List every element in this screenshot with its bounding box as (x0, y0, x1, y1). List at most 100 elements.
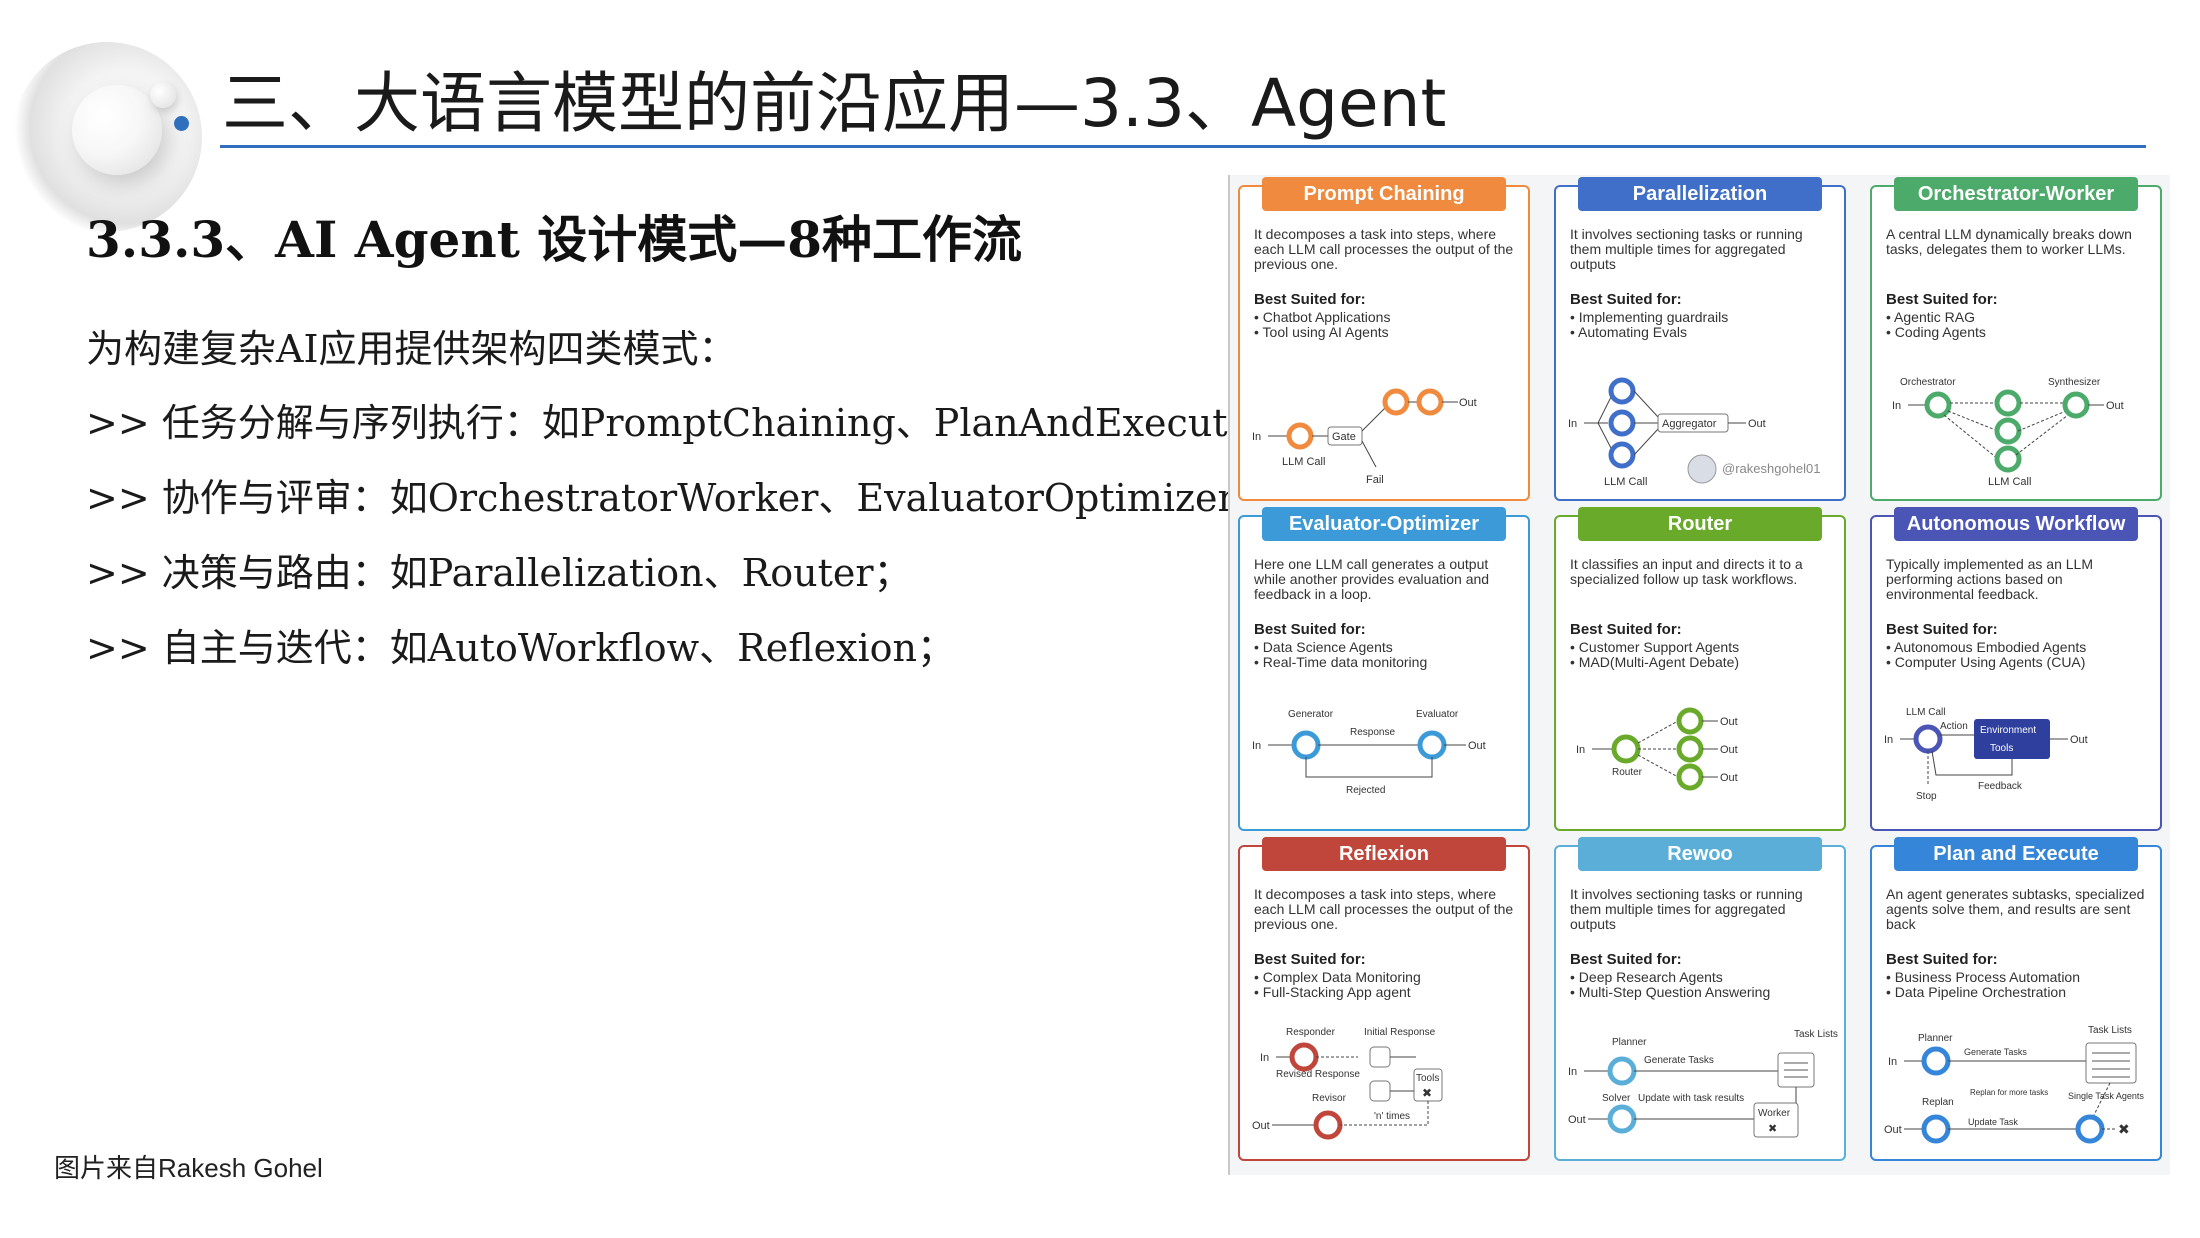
use-case-item: Data Science Agents (1254, 640, 1524, 655)
llm-call-node (1679, 738, 1701, 760)
use-case-item: Real-Time data monitoring (1254, 655, 1524, 670)
diagram-in-label: In (1568, 1066, 1577, 1078)
panel-title: Router (1578, 507, 1822, 541)
llm-call-node (1385, 391, 1407, 413)
section-heading: 3.3.3、AI Agent 设计模式—8种工作流 (86, 200, 1022, 272)
task-lists-label: Task Lists (2088, 1025, 2132, 1036)
panel-router: Router It classifies an input and direct… (1554, 515, 1846, 831)
use-case-list: Autonomous Embodied Agents Computer Usin… (1886, 640, 2156, 670)
decorative-small-sphere (150, 82, 176, 108)
llm-call-node (1611, 380, 1633, 402)
autonomous-workflow-diagram: LLM Call In Action Environment Tools Out… (1878, 685, 2156, 825)
replan-label: Replan (1922, 1097, 1954, 1108)
author-avatar (1688, 455, 1716, 483)
update-label: Update with task results (1638, 1093, 1744, 1104)
replan-node (1924, 1117, 1948, 1141)
action-label: Action (1940, 721, 1968, 732)
solver-label: Solver (1602, 1093, 1631, 1104)
task-lists-label: Task Lists (1794, 1029, 1838, 1040)
orchestrator-worker-diagram: Orchestrator Synthesizer In Out LLM Call (1878, 355, 2156, 495)
panel-description: It decomposes a task into steps, where e… (1254, 887, 1518, 932)
diagram-out-label: Out (1568, 1114, 1586, 1126)
panel-title: Evaluator-Optimizer (1262, 507, 1506, 541)
use-case-item: Data Pipeline Orchestration (1886, 985, 2156, 1000)
rewoo-diagram: Planner Task Lists In Generate Tasks Sol… (1562, 1015, 1840, 1155)
llm-call-node (1611, 444, 1633, 466)
panel-evaluator-optimizer: Evaluator-Optimizer Here one LLM call ge… (1238, 515, 1530, 831)
reflexion-diagram: Responder Initial Response In Tools ✖ Re… (1246, 1015, 1524, 1155)
best-suited-label: Best Suited for: (1886, 291, 1998, 308)
slide-title: 三、大语言模型的前沿应用—3.3、Agent (222, 62, 1446, 146)
bullet-collaboration-review: >> 协作与评审：如OrchestratorWorker、EvaluatorOp… (86, 467, 1274, 522)
panel-title: Rewoo (1578, 837, 1822, 871)
diagram-in-label: In (1576, 744, 1585, 756)
plan-and-execute-diagram: Planner Task Lists In Generate Tasks Rep… (1878, 1015, 2156, 1155)
diagram-out-label: Out (2070, 734, 2088, 746)
generate-tasks-label: Generate Tasks (1644, 1055, 1714, 1066)
best-suited-label: Best Suited for: (1570, 621, 1682, 638)
watermark-text: @rakeshgohel01 (1722, 461, 1820, 476)
evaluator-node (1420, 733, 1444, 757)
diagram-out-label: Out (1748, 418, 1766, 430)
stop-label: Stop (1916, 791, 1937, 802)
tools-icon: ✖ (1422, 1086, 1432, 1100)
use-case-item: Tool using AI Agents (1254, 325, 1524, 340)
tools-label: Tools (1990, 743, 2013, 754)
use-case-item: Autonomous Embodied Agents (1886, 640, 2156, 655)
panel-rewoo: Rewoo It involves sectioning tasks or ru… (1554, 845, 1846, 1161)
llm-call-node (1679, 766, 1701, 788)
bullet-task-decomposition: >> 任务分解与序列执行：如PromptChaining、PlanAndExec… (86, 392, 1288, 447)
planner-node (1610, 1059, 1634, 1083)
panel-description: Typically implemented as an LLM performi… (1886, 557, 2150, 602)
use-case-item: Chatbot Applications (1254, 310, 1524, 325)
best-suited-label: Best Suited for: (1570, 291, 1682, 308)
generator-node (1294, 733, 1318, 757)
use-case-list: Customer Support Agents MAD(Multi-Agent … (1570, 640, 1840, 670)
diagram-in-label: In (1260, 1052, 1269, 1064)
diagram-out-label: Out (1720, 744, 1738, 756)
panel-prompt-chaining: Prompt Chaining It decomposes a task int… (1238, 185, 1530, 501)
panel-reflexion: Reflexion It decomposes a task into step… (1238, 845, 1530, 1161)
llm-call-label: LLM Call (1282, 456, 1325, 468)
panel-plan-and-execute: Plan and Execute An agent generates subt… (1870, 845, 2162, 1161)
panel-description: It decomposes a task into steps, where e… (1254, 227, 1518, 272)
worker-tools-icon: ✖ (1768, 1123, 1777, 1135)
best-suited-label: Best Suited for: (1254, 951, 1366, 968)
title-underline (220, 145, 2146, 148)
worker-node (1997, 448, 2019, 470)
fail-label: Fail (1366, 474, 1384, 486)
panel-autonomous-workflow: Autonomous Workflow Typically implemente… (1870, 515, 2162, 831)
llm-call-label: LLM Call (1988, 476, 2031, 488)
panel-description: It involves sectioning tasks or running … (1570, 887, 1834, 932)
orchestrator-label: Orchestrator (1900, 377, 1956, 388)
panel-description: It involves sectioning tasks or running … (1570, 227, 1834, 272)
synthesizer-label: Synthesizer (2048, 377, 2101, 388)
llm-call-label: LLM Call (1604, 476, 1647, 488)
use-case-list: Business Process Automation Data Pipelin… (1886, 970, 2156, 1000)
revised-response-label: Revised Response (1276, 1069, 1360, 1080)
n-times-label: 'n' times (1374, 1111, 1410, 1122)
use-case-item: Coding Agents (1886, 325, 2156, 340)
use-case-item: Full-Stacking App agent (1254, 985, 1524, 1000)
use-case-item: Automating Evals (1570, 325, 1840, 340)
diagram-out-label: Out (1468, 740, 1486, 752)
planner-label: Planner (1612, 1037, 1647, 1048)
router-node (1614, 737, 1638, 761)
best-suited-label: Best Suited for: (1886, 621, 1998, 638)
use-case-list: Chatbot Applications Tool using AI Agent… (1254, 310, 1524, 340)
title-bullet-dot (174, 116, 189, 131)
panel-title: Plan and Execute (1894, 837, 2138, 871)
tools-icon: ✖ (2118, 1121, 2130, 1137)
generate-tasks-label: Generate Tasks (1964, 1047, 2027, 1057)
use-case-item: Implementing guardrails (1570, 310, 1840, 325)
use-case-item: Customer Support Agents (1570, 640, 1840, 655)
diagram-in-label: In (1252, 431, 1261, 443)
diagram-out-label: Out (1252, 1120, 1270, 1132)
rejected-label: Rejected (1346, 785, 1385, 796)
tools-label: Tools (1416, 1073, 1439, 1084)
planner-node (1924, 1049, 1948, 1073)
synthesizer-node (2065, 394, 2087, 416)
evaluator-optimizer-diagram: Generator Evaluator Response In Out Reje… (1246, 685, 1524, 825)
feedback-label: Feedback (1978, 781, 2023, 792)
evaluator-label: Evaluator (1416, 709, 1459, 720)
